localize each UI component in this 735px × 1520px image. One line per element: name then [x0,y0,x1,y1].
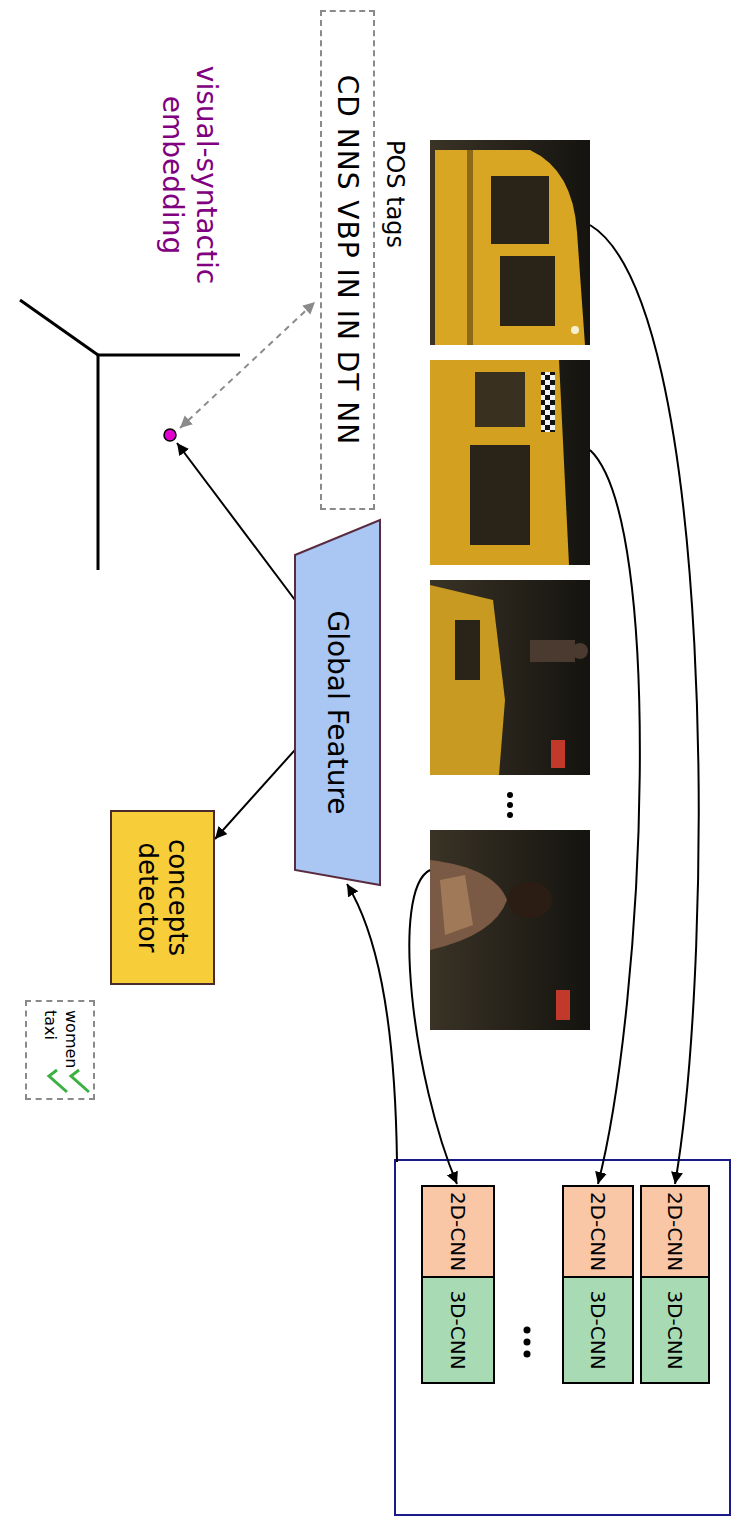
node-text: women [60,1010,81,1068]
node-text: CD NNS VBP IN IN DT NN [331,75,364,445]
frame-arrow [409,870,457,1184]
cnn-3d-box: 3D-CNN [562,1278,634,1384]
feature-extractor-frame [395,1160,730,1515]
video-frame [430,580,590,775]
video-frame [430,140,590,345]
check-mark [71,1070,89,1092]
video-frame [430,360,590,565]
feature-arrow [347,884,397,1162]
global-feature-trapezoid: Global Feature [295,520,380,885]
node-text: 3D-CNN [446,1290,470,1369]
cnn-2d-box: 2D-CNN [562,1185,634,1278]
concepts-detector-box: concepts detector [110,810,215,985]
cnn-2d-box: 2D-CNN [640,1185,710,1278]
cnn-3d-box: 3D-CNN [640,1278,710,1384]
space-label: visual-syntactic embedding [156,10,223,340]
check-mark [49,1070,67,1092]
node-text: 2D-CNN [663,1192,687,1271]
embedding-axes [20,300,240,570]
concept-result-box: womentaxi [25,1000,95,1100]
pos-tag-box: POS tagsCD NNS VBP IN IN DT NN [320,10,375,510]
frame-arrow [590,225,699,1184]
ellipsis-dots [524,1327,531,1358]
cnn-2d-box: 2D-CNN [421,1185,495,1278]
trapezoid-shape [295,520,380,885]
embedding-point [164,429,176,441]
frame-arrow [590,450,640,1184]
node-text: concepts detector [133,818,193,977]
projection-arrow [177,443,295,600]
node-text: taxi [39,1010,60,1040]
flow-arrow [215,750,295,839]
node-text: 3D-CNN [663,1290,687,1369]
ellipsis-dots [507,792,513,818]
node-text: 2D-CNN [586,1192,610,1271]
node-text: 2D-CNN [446,1192,470,1271]
node-text: 3D-CNN [586,1290,610,1369]
box-heading: POS tags [381,140,409,248]
alignment-arrow [180,302,315,428]
video-frame [430,830,590,1030]
cnn-3d-box: 3D-CNN [421,1278,495,1384]
node-text: Global Feature [321,610,354,814]
